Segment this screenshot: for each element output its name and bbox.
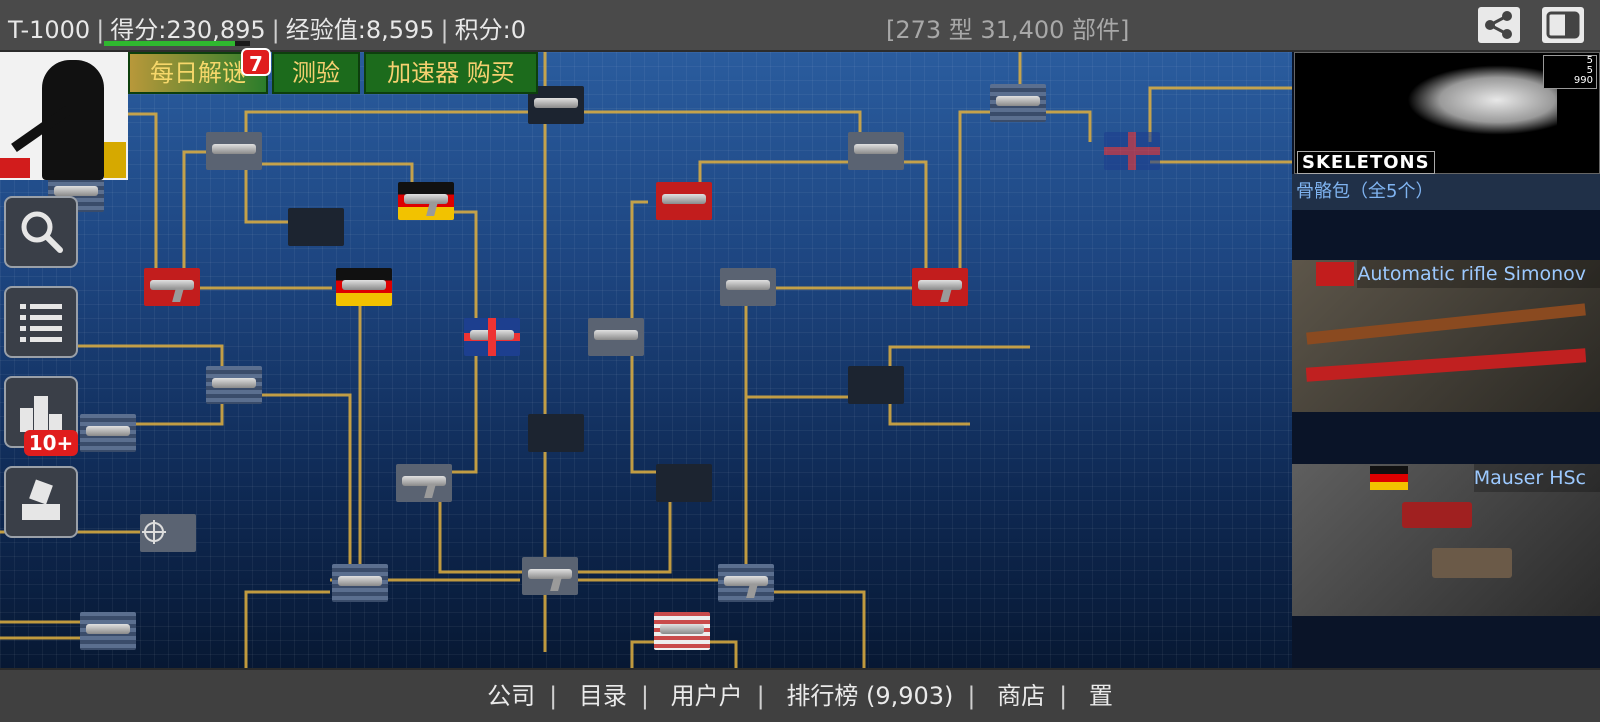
skeletons-pack-banner[interactable]: 5 5 990 SKELETONS — [1294, 52, 1600, 174]
tab-daily-puzzle-label: 每日解谜 — [150, 59, 246, 87]
panel-toggle-button[interactable] — [1542, 7, 1584, 43]
tab-accelerator-label: 加速器 购买 — [387, 59, 515, 87]
rank-icon — [104, 142, 126, 178]
range-node[interactable] — [140, 514, 196, 552]
ballot-box-icon — [22, 479, 60, 520]
weapon-node[interactable] — [654, 612, 710, 650]
weapon-node[interactable] — [718, 564, 774, 602]
tree-connection-lines — [0, 52, 1292, 668]
weapon-node[interactable] — [990, 84, 1046, 122]
player-name: T-1000 — [8, 16, 91, 44]
dinosaur-skull-image — [1407, 65, 1557, 135]
parts-summary: [273 型 31,400 部件] — [886, 16, 1130, 44]
crosshair-icon — [142, 520, 166, 544]
weapon-node[interactable] — [336, 268, 392, 306]
skeleton-pack-caption[interactable]: 骨骼包（全5个） — [1292, 174, 1600, 210]
share-icon — [1485, 11, 1512, 39]
player-avatar[interactable] — [0, 52, 128, 180]
weapon-tree-map[interactable] — [0, 52, 1292, 668]
xp-value: 经验值:8,595 — [285, 16, 435, 44]
weapon-card-title: Automatic rifle Simonov — [1357, 260, 1600, 288]
vote-button[interactable] — [4, 466, 78, 538]
leaderboard-badge: 10+ — [24, 430, 78, 456]
search-icon — [21, 211, 63, 253]
china-flag-icon — [0, 158, 30, 178]
weapon-node[interactable] — [398, 182, 454, 220]
player-stats: T-1000|得分:230,895|经验值:8,595|积分:0 — [8, 16, 526, 44]
weapon-node-locked[interactable] — [1104, 132, 1160, 170]
weapon-node[interactable] — [656, 182, 712, 220]
weapon-node-locked[interactable] — [656, 464, 712, 502]
share-button[interactable] — [1478, 7, 1520, 43]
weapon-node[interactable] — [720, 268, 776, 306]
list-icon — [20, 304, 62, 342]
skeleton-count: 5 — [1586, 55, 1593, 66]
nav-catalog[interactable]: 目录 — [578, 682, 627, 710]
nav-company[interactable]: 公司 — [487, 682, 536, 710]
weapon-card-mauser-hsc[interactable]: Mauser HSc — [1292, 464, 1600, 616]
weapon-node[interactable] — [912, 268, 968, 306]
weapon-node[interactable] — [80, 414, 136, 452]
weapon-node-locked[interactable] — [528, 414, 584, 452]
weapon-node[interactable] — [206, 132, 262, 170]
weapon-node[interactable] — [464, 318, 520, 356]
daily-puzzle-badge: 7 — [241, 48, 271, 76]
weapon-node[interactable] — [588, 318, 644, 356]
weapon-node[interactable] — [80, 612, 136, 650]
nav-user[interactable]: 用户户 — [670, 682, 743, 710]
germany-flag-icon — [1370, 466, 1408, 490]
weapon-node[interactable] — [332, 564, 388, 602]
tab-quiz-label: 测验 — [292, 59, 340, 87]
score-value: 得分:230,895 — [110, 16, 266, 44]
nav-leaderboard[interactable]: 排行榜 (9,903) — [786, 682, 954, 710]
weapon-node[interactable] — [396, 464, 452, 502]
top-bar: T-1000|得分:230,895|经验值:8,595|积分:0 [273 型 … — [0, 0, 1600, 52]
bottom-nav-bar: 公司| 目录| 用户户| 排行榜 (9,903)| 商店| 置 — [0, 668, 1600, 722]
points-value: 积分:0 — [454, 16, 526, 44]
podium-icon — [20, 396, 62, 432]
search-button[interactable] — [4, 196, 78, 268]
weapon-card-simonov[interactable]: Automatic rifle Simonov — [1292, 260, 1600, 412]
weapon-node[interactable] — [144, 268, 200, 306]
tab-accelerator-buy[interactable]: 加速器 购买 — [364, 52, 538, 94]
tab-quiz[interactable]: 测验 — [272, 52, 360, 94]
list-button[interactable] — [4, 286, 78, 358]
xp-progress-bar — [104, 41, 250, 46]
weapon-node-pistol[interactable] — [522, 557, 578, 595]
weapon-node[interactable] — [848, 132, 904, 170]
weapon-node[interactable] — [206, 366, 262, 404]
skeleton-count: 990 — [1573, 75, 1593, 86]
skeleton-counts: 5 5 990 — [1543, 55, 1597, 89]
ussr-flag-icon — [1316, 262, 1354, 286]
skeletons-label: SKELETONS — [1297, 151, 1435, 174]
xp-progress-fill — [104, 41, 236, 46]
skeleton-count: 5 — [1586, 65, 1593, 76]
weapon-node-locked[interactable] — [288, 208, 344, 246]
weapon-node-locked[interactable] — [848, 366, 904, 404]
sidebar-panel-icon — [1546, 11, 1580, 39]
weapon-card-title: Mauser HSc — [1473, 464, 1600, 492]
nav-settings[interactable]: 置 — [1088, 682, 1113, 710]
nav-shop[interactable]: 商店 — [997, 682, 1046, 710]
